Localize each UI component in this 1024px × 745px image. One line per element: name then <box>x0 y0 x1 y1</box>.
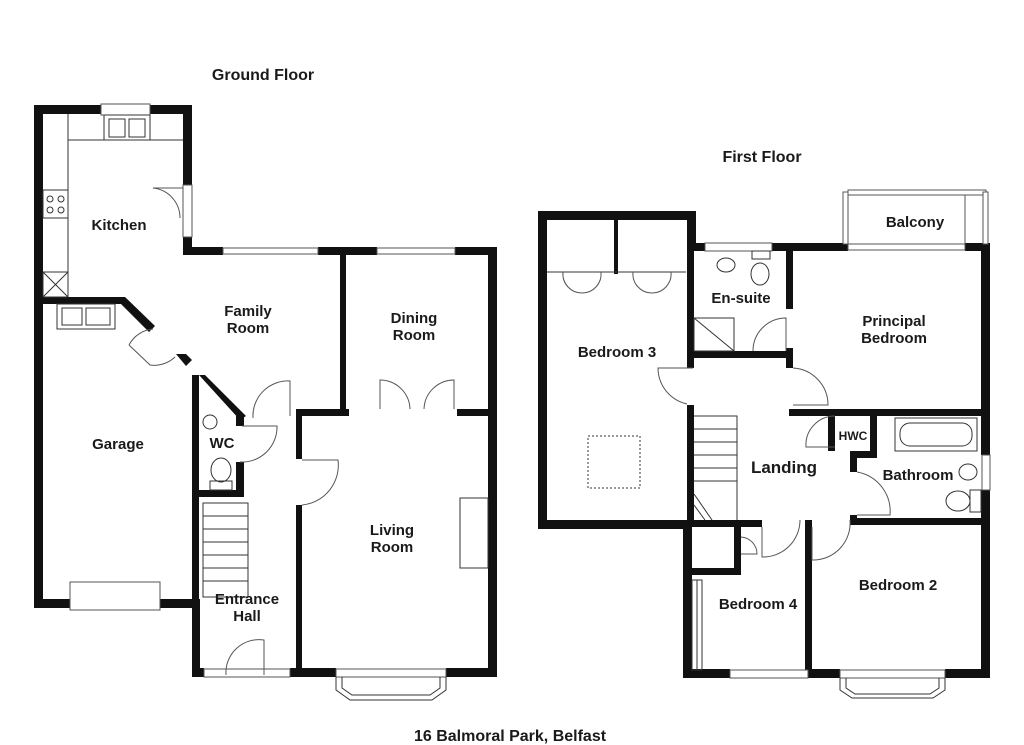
room-dining-line2: Room <box>393 327 436 344</box>
property-address: 16 Balmoral Park, Belfast <box>414 728 607 745</box>
room-family-line1: Family <box>224 303 272 320</box>
room-wc: WC <box>210 435 235 452</box>
room-family-line2: Room <box>227 320 270 337</box>
room-entrance-hall-line2: Hall <box>233 608 261 625</box>
room-bathroom: Bathroom <box>883 467 954 484</box>
ground-floor-plan <box>34 103 497 701</box>
first-floor-title: First Floor <box>722 149 801 166</box>
room-landing: Landing <box>751 458 817 477</box>
room-living-line1: Living <box>370 522 414 539</box>
room-bedroom-3: Bedroom 3 <box>578 344 656 361</box>
room-entrance-hall-line1: Entrance <box>215 591 279 608</box>
room-ensuite: En-suite <box>711 290 770 307</box>
ground-stairs <box>202 502 249 598</box>
room-bedroom-4: Bedroom 4 <box>719 596 798 613</box>
room-kitchen: Kitchen <box>91 217 146 234</box>
room-dining-line1: Dining <box>391 310 438 327</box>
ground-floor-title: Ground Floor <box>212 67 314 84</box>
first-floor-plan <box>538 189 991 699</box>
room-garage: Garage <box>92 436 144 453</box>
room-principal-line1: Principal <box>862 313 925 330</box>
room-balcony: Balcony <box>886 214 945 231</box>
room-principal-line2: Bedroom <box>861 330 927 347</box>
room-bedroom-2: Bedroom 2 <box>859 577 937 594</box>
first-stairs <box>693 415 738 521</box>
room-living-line2: Room <box>371 539 414 556</box>
room-hwc: HWC <box>839 429 868 443</box>
